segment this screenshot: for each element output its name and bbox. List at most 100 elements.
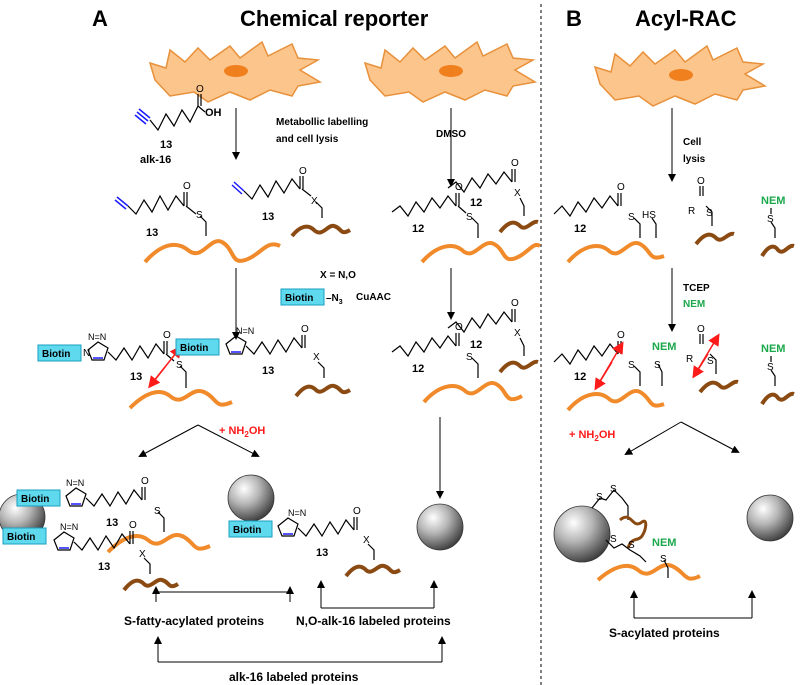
carbonyl-o: O	[697, 324, 705, 335]
chain-length: 12	[470, 197, 482, 209]
chain-length: 13	[262, 365, 274, 377]
biotin-label: Biotin	[180, 343, 208, 354]
carbonyl-o: O	[511, 158, 519, 169]
triazole-nn: N=N	[60, 522, 78, 532]
panel-a-letter: A	[92, 6, 108, 31]
cleavage-arrow	[594, 361, 613, 391]
x-atom: X	[311, 196, 318, 207]
r-group: R	[688, 206, 695, 217]
click-method: CuAAC	[356, 292, 391, 303]
bracket-s-fatty	[152, 586, 294, 602]
arrow-hydroxylamine-b	[624, 421, 682, 456]
label-no-alk16: N,O-alk-16 labeled proteins	[296, 614, 451, 628]
panel-b-letter: B	[566, 6, 582, 31]
chain-length: 12	[470, 339, 482, 351]
palmitoyl-s-protein	[553, 193, 665, 264]
palmitoyl-s-protein	[391, 193, 542, 264]
biotin-label: Biotin	[233, 525, 261, 536]
x-atom: X	[514, 328, 521, 339]
chain-length: 12	[574, 371, 586, 383]
carbonyl-o: O	[617, 330, 625, 341]
chain-length: 13	[146, 227, 158, 239]
nem-blocked-protein	[760, 356, 795, 406]
carbonyl-o: O	[129, 520, 137, 531]
sulfur-atom: S	[767, 362, 774, 373]
free-thiol: HS	[642, 210, 656, 221]
carbonyl-o: O	[455, 182, 463, 193]
triazole-nn: N=N	[66, 478, 84, 488]
r-acyl-protein	[698, 334, 739, 394]
bracket-s-acylated	[630, 590, 756, 619]
sulfur-atom: S	[707, 356, 714, 367]
cleavage-arrow	[148, 366, 166, 389]
cell-icon	[363, 40, 538, 103]
x-atom: X	[139, 549, 146, 560]
hydroxylamine-label: + NH2OH	[219, 425, 265, 439]
sulfur-atom: S	[154, 506, 161, 517]
biotin-label: Biotin	[7, 532, 35, 543]
control-x-protein	[447, 309, 539, 374]
label-s-acylated: S-acylated proteins	[609, 626, 720, 640]
cleavage-arrow	[692, 353, 709, 379]
sulfur-atom: S	[628, 360, 635, 371]
bracket-alk16	[154, 636, 446, 663]
step-nem: NEM	[683, 299, 705, 310]
step-tcep: TCEP	[683, 283, 710, 294]
x-atom: X	[363, 535, 370, 546]
palmitoyl-s-protein-blocked	[553, 341, 665, 412]
x-atom: X	[313, 352, 320, 363]
carbonyl-o: O	[353, 506, 361, 517]
chain-length: 13	[316, 547, 328, 559]
sulfur-atom: S	[628, 212, 635, 223]
carbonyl-o: O	[163, 330, 171, 341]
x-atom: X	[514, 188, 521, 199]
r-group: R	[686, 354, 693, 365]
biotin-tag	[175, 338, 220, 356]
r-acyl-protein	[694, 186, 735, 246]
arrow-hydroxylamine	[197, 424, 260, 457]
chain-length: 12	[412, 363, 424, 375]
streptavidin-bead	[227, 474, 275, 522]
sulfur-atom: S	[654, 360, 661, 371]
probe-chain: 13	[160, 139, 172, 151]
triazole-n: N	[83, 348, 90, 359]
label-alk16: alk-16 labeled proteins	[229, 670, 359, 684]
palmitoyl-x-protein	[447, 169, 539, 234]
probe-acid: OH	[205, 107, 222, 119]
nem-label: NEM	[652, 341, 676, 353]
chain-length: 12	[412, 223, 424, 235]
alk16-probe-structure	[134, 94, 206, 132]
nem-label: NEM	[761, 195, 785, 207]
carbonyl-o: O	[697, 176, 705, 187]
step-metabolic-1: Metabollic labelling	[276, 117, 368, 128]
control-s-protein	[391, 333, 523, 404]
label-s-fatty-acylated: S-fatty-acylated proteins	[124, 614, 264, 628]
biotin-tag	[16, 489, 61, 507]
carbonyl-o: O	[511, 298, 519, 309]
biotin-tag	[228, 520, 273, 538]
biotin-triazole-s-acyl	[87, 341, 233, 410]
sulfur-atom: S	[767, 214, 774, 225]
chain-length: 12	[574, 223, 586, 235]
biotin-tag	[2, 527, 47, 545]
sulfur-atom: S	[176, 360, 183, 371]
chain-length: 13	[98, 561, 110, 573]
thiopropyl-bead	[746, 494, 794, 542]
sulfur-atom: S	[610, 534, 617, 545]
nem-blocked-protein	[760, 208, 795, 258]
hydroxylamine-label: + NH2OH	[569, 429, 615, 443]
azide-label: –N3	[326, 293, 343, 306]
biotin-tag	[37, 344, 82, 362]
arrow-control-b	[680, 421, 740, 453]
biotin-label: Biotin	[285, 293, 313, 304]
chain-length: 13	[106, 517, 118, 529]
cell-icon	[148, 40, 323, 103]
carbonyl-o: O	[301, 324, 309, 335]
streptavidin-bead	[416, 503, 464, 551]
sulfur-atom: S	[466, 352, 473, 363]
cell-icon	[593, 44, 768, 107]
sulfur-atom: S	[466, 212, 473, 223]
sulfur-atom: S	[610, 484, 617, 495]
sulfur-atom: S	[706, 208, 713, 219]
biotin-triazole-x-acyl	[225, 335, 352, 398]
